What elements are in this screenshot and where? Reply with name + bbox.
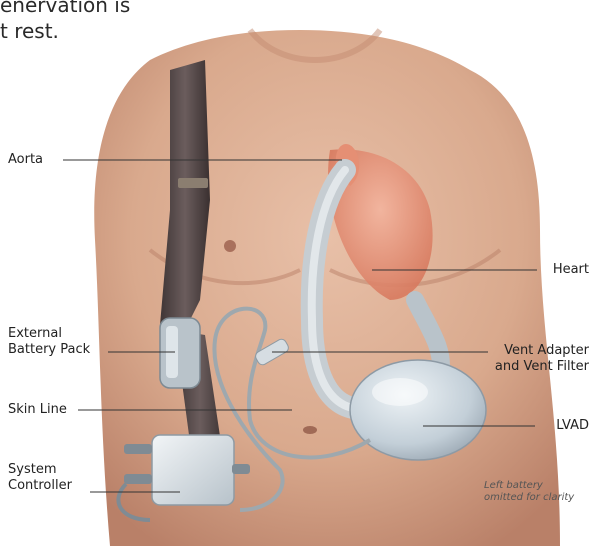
caption-line-1: enervation is [0, 0, 130, 18]
label-vent-adapter: Vent Adapter and Vent Filter [495, 343, 589, 375]
label-system-controller: System Controller [8, 462, 72, 494]
label-aorta: Aorta [8, 152, 43, 168]
navel [303, 426, 317, 434]
label-heart: Heart [553, 262, 589, 278]
lvad-pump [350, 360, 486, 460]
system-controller [152, 435, 234, 505]
nipple-left [224, 240, 236, 252]
strap-buckle [178, 178, 208, 188]
caption: enervation is t rest. [0, 0, 130, 44]
label-skin-line: Skin Line [8, 402, 67, 418]
label-lvad: LVAD [556, 418, 589, 434]
note-left-battery: Left battery omitted for clarity [484, 480, 574, 504]
label-external-battery-pack: External Battery Pack [8, 326, 90, 358]
caption-line-2: t rest. [0, 18, 130, 44]
